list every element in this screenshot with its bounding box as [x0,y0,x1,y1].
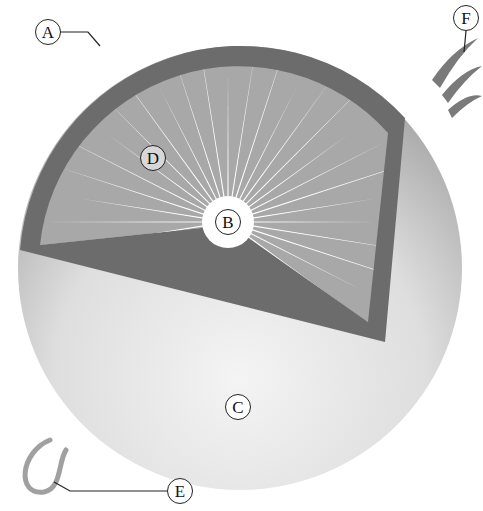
ray [82,233,212,328]
ray [18,221,208,222]
ray [247,228,428,287]
callout-letter: E [167,478,193,504]
nucleoid-core [202,196,254,248]
ray [195,242,225,430]
ray [231,44,257,202]
ray [107,134,213,211]
ray [231,242,252,371]
ray [248,199,377,220]
ray [246,231,362,291]
callout-letter: D [140,145,166,171]
ray [237,240,310,383]
ray [244,134,350,211]
callout-letter: C [225,394,251,420]
ray [242,74,377,209]
leader-lines [54,31,466,491]
callout-letter: A [35,19,61,45]
cytoplasm-section [40,66,388,322]
ray [227,242,228,402]
ray [50,225,208,251]
cell-wall [20,46,405,342]
flagellum [25,440,66,492]
ray [237,88,297,204]
ray [105,238,217,392]
ray [195,15,225,203]
ray [239,238,316,344]
ray [248,221,378,222]
ray [239,76,334,206]
pili [432,38,482,118]
ray [242,236,377,371]
callout-letter: B [215,209,241,235]
ray [41,231,211,318]
ray [105,52,217,206]
callout-letter: F [453,5,479,31]
ray [160,88,220,204]
ray [41,127,211,214]
cytoplasm-shade [40,225,368,330]
ray [182,241,223,365]
ray [244,233,374,328]
ray [122,236,214,328]
ray [85,228,209,269]
ray [247,157,428,216]
ray [227,72,228,202]
nucleoid-rays [18,15,428,430]
ray [248,225,406,251]
ray [146,240,219,383]
ray [101,95,215,209]
ray [234,22,293,203]
cell-body [18,46,462,490]
ray [172,51,222,203]
